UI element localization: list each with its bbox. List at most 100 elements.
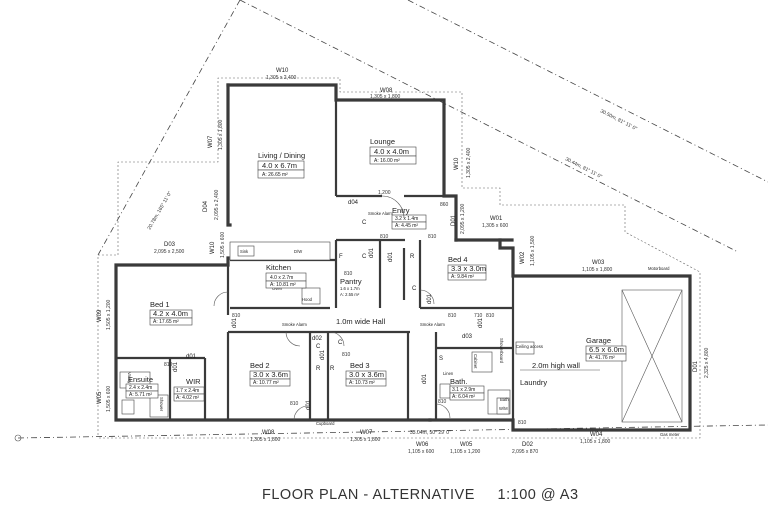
ensuite-area-box bbox=[125, 390, 159, 399]
bed2-size: 3.0 x 3.6m bbox=[253, 370, 288, 379]
kitchen-island-bench bbox=[229, 241, 331, 261]
room-garage: Garage 6.5 x 6.0m A: 41.76 m² bbox=[585, 336, 627, 362]
garage-area-box bbox=[585, 353, 627, 362]
room-wir: WIR 1.7 x 2.4m A: 4.02 m² bbox=[173, 377, 205, 402]
door-d03-a: d03 bbox=[462, 334, 473, 340]
entry-name: Entry bbox=[392, 206, 410, 215]
living-size: 4.0 x 6.7m bbox=[262, 161, 297, 170]
dim-1200: 1,200 bbox=[378, 190, 391, 196]
room-bath: Bath. 3.1 x 2.9m A: 6.04 m² bbox=[449, 377, 485, 401]
dim-810-c: 810 bbox=[428, 234, 437, 240]
wir-size: 1.7 x 2.4m bbox=[176, 388, 199, 394]
garage-cross-2 bbox=[621, 289, 683, 423]
window-w08-top-size: 1,305 x 1,800 bbox=[370, 94, 401, 100]
lounge-area: A: 16.00 m² bbox=[374, 158, 400, 164]
window-w10-left-code: W10 bbox=[210, 241, 216, 254]
boundary-label-4: 33.04m, 50° 29' 0" bbox=[410, 430, 451, 436]
bath-size: 3.1 x 2.9m bbox=[452, 387, 475, 393]
washing-machine bbox=[496, 397, 510, 415]
boundary-label-2: 30.44m, 81° 11' 0" bbox=[564, 156, 603, 180]
code-c2: C bbox=[362, 254, 367, 260]
door-d01-e: d01 bbox=[186, 354, 197, 360]
door-d01-b: d01 bbox=[388, 251, 394, 262]
garage-area: A: 41.76 m² bbox=[589, 355, 615, 361]
window-w03-code: W03 bbox=[592, 260, 605, 266]
window-w07-bot-code: W07 bbox=[360, 430, 373, 436]
dim-810-i: 810 bbox=[342, 352, 351, 358]
bed3-name: Bed 3 bbox=[350, 361, 370, 370]
window-w09-code: W09 bbox=[97, 309, 103, 322]
room-lounge: Lounge 4.0 x 4.0m A: 16.00 m² bbox=[369, 137, 417, 165]
window-w07-left-code: W07 bbox=[208, 135, 214, 148]
kitchen-area-box bbox=[265, 280, 307, 289]
pantry-name: Pantry bbox=[340, 277, 362, 286]
eaves-line bbox=[97, 77, 701, 439]
wm-label: W/M bbox=[499, 406, 508, 411]
sink-fixture bbox=[237, 245, 255, 257]
window-w02-code: W02 bbox=[520, 251, 526, 264]
boundary-line-west bbox=[97, 0, 241, 256]
code-r3: R bbox=[330, 366, 335, 372]
bath-area-box bbox=[449, 392, 485, 401]
door-codes: d04 d01 d01 d01 d01 d01 d01 d01 d01 d01 … bbox=[173, 195, 484, 421]
code-c1: C bbox=[362, 220, 367, 226]
bath-door-swing bbox=[435, 403, 451, 419]
showerboard-label: Showerboard bbox=[499, 338, 504, 364]
garage-size: 6.5 x 6.0m bbox=[589, 345, 624, 354]
window-w07-left-size: 1,305 x 1,800 bbox=[218, 119, 224, 150]
code-c4: C bbox=[316, 344, 321, 350]
garage-parking-outline bbox=[621, 289, 683, 423]
dim-710: 710 bbox=[474, 313, 483, 319]
door-d02-size: 2,095 x 870 bbox=[512, 449, 538, 455]
code-r1: R bbox=[410, 254, 415, 260]
kitchen-size: 4.0 x 2.7m bbox=[270, 275, 293, 281]
window-w10-top-size: 1,305 x 2,400 bbox=[266, 75, 297, 81]
cooktop-fixture bbox=[301, 287, 321, 305]
cupboard-label: Cupboard bbox=[316, 421, 335, 426]
window-w10-right-size: 1,305 x 2,400 bbox=[466, 147, 472, 178]
cupboard-door-swing bbox=[293, 405, 309, 421]
hall-label: 1.0m wide Hall bbox=[336, 317, 386, 326]
ensuite-size: 2.4 x 2.4m bbox=[129, 385, 152, 391]
room-kitchen: Kitchen 4.0 x 2.7m A: 10.81 m² bbox=[265, 263, 307, 289]
dim-810-j: 810 bbox=[438, 399, 447, 405]
kitchen-name: Kitchen bbox=[266, 263, 291, 272]
lounge-name: Lounge bbox=[370, 137, 395, 146]
roof-eaves-outline bbox=[97, 77, 701, 439]
bath-area: A: 6.04 m² bbox=[452, 394, 475, 400]
window-w04-size: 1,105 x 1,800 bbox=[580, 439, 611, 445]
entry-door-swing bbox=[381, 195, 405, 219]
bed4-name: Bed 4 bbox=[448, 255, 468, 264]
code-r2: R bbox=[316, 366, 321, 372]
hood-label: Hood bbox=[302, 297, 313, 302]
cupboard-codes: C C C C C R R R F S bbox=[316, 220, 443, 372]
bed2-door-swing bbox=[285, 331, 301, 347]
smoke-alarm-bed4: Smoke Alarm bbox=[420, 322, 445, 327]
lounge-size: 4.0 x 4.0m bbox=[374, 147, 409, 156]
window-w10-top-code: W10 bbox=[276, 68, 289, 74]
fixtures: Sink D/W Hood Oven bbox=[119, 241, 535, 418]
smoke-alarm-hall: Smoke Alarm bbox=[282, 322, 307, 327]
room-entry: Entry 3.2 x 1.4m A: 4.45 m² bbox=[391, 206, 427, 230]
window-w03-size: 1,105 x 1,800 bbox=[582, 267, 613, 273]
door-d04-size: 2,095 x 2,400 bbox=[214, 189, 220, 220]
boundary-label-1: 30.50m, 81° 11' 0" bbox=[599, 108, 638, 132]
wall-living-west bbox=[226, 83, 232, 227]
window-w10-right-code: W10 bbox=[454, 157, 460, 170]
door-d02-code: D02 bbox=[522, 442, 534, 448]
dim-810-b: 810 bbox=[380, 234, 389, 240]
door-d02-a: d02 bbox=[312, 336, 323, 342]
dimension-numbers: 810 810 810 810 810 810 810 810 810 810 … bbox=[164, 190, 527, 426]
bed4-size: 3.3 x 3.0m bbox=[451, 264, 486, 273]
oven-label: Oven bbox=[272, 286, 283, 291]
dim-810-k: 810 bbox=[518, 420, 527, 426]
living-area-box bbox=[257, 169, 305, 179]
bath-name: Bath. bbox=[450, 377, 468, 386]
window-w04-code: W04 bbox=[590, 432, 603, 438]
boundary-line-south bbox=[17, 424, 768, 439]
bed1-name: Bed 1 bbox=[150, 300, 170, 309]
bed1-door-swing bbox=[213, 291, 229, 307]
door-d03-code: D03 bbox=[164, 242, 176, 248]
entry-area-box bbox=[391, 221, 427, 230]
